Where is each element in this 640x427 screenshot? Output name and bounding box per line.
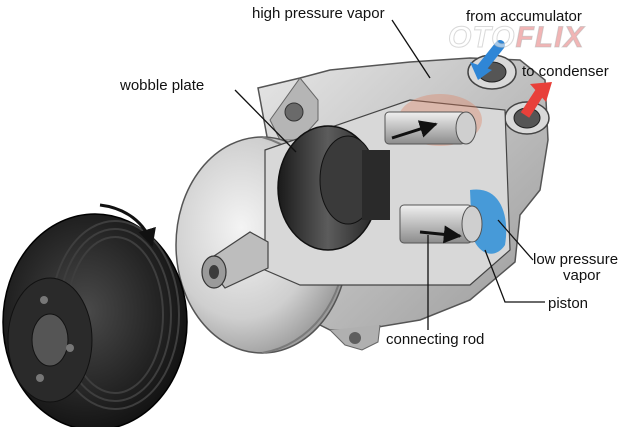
label-piston: piston [548,295,589,312]
label-high-pressure-vapor: high pressure vapor [252,5,385,22]
drive-shaft [201,231,269,289]
label-wobble-plate: wobble plate [120,77,205,94]
otoflix-watermark: OTOFLIX [447,21,585,55]
wobble-plate [277,125,390,251]
rotation-arrow [99,203,156,247]
label-low-pressure-vapor-line1: low pressure [533,251,619,268]
label-connecting-rod: connecting rod [386,331,485,348]
from-accumulator-arrow [470,40,505,80]
label-low-pressure-vapor-line2: vapor [563,267,601,284]
to-condenser-arrow [520,82,552,118]
label-from-accumulator: from accumulator [466,8,582,25]
leader-lines [234,19,545,330]
label-to-condenser: to condenser [522,63,609,80]
upper-piston [384,111,477,145]
clutch-pulley [2,203,188,427]
lower-piston [399,204,483,244]
